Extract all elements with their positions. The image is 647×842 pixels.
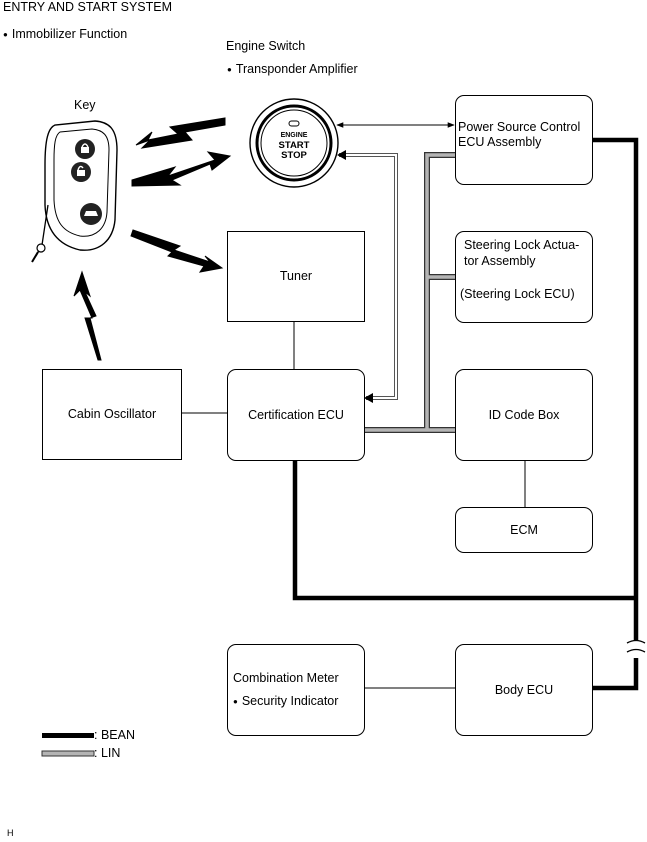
- key-fob-graphic: [31, 120, 118, 263]
- tuner-label: Tuner: [279, 269, 313, 283]
- engine-switch-label: Engine Switch: [226, 39, 306, 53]
- engine-switch-graphic: [249, 98, 339, 188]
- legend-bean-label: : BEAN: [94, 728, 135, 742]
- ecm-box: ECM: [455, 507, 593, 553]
- cabin-oscillator-label: Cabin Oscillator: [67, 407, 157, 421]
- lin-bus: [365, 152, 456, 433]
- id-code-box-label: ID Code Box: [488, 407, 560, 422]
- engine-switch-button: ENGINE START STOP: [264, 131, 324, 161]
- id-code-box: ID Code Box: [455, 369, 593, 461]
- certification-ecu-label: Certification ECU: [248, 407, 344, 422]
- key-label: Key: [74, 98, 96, 112]
- steering-lock-line3: (Steering Lock ECU): [460, 287, 575, 301]
- legend-swatches: [41, 733, 95, 757]
- legend-lin-label: : LIN: [94, 746, 121, 760]
- body-ecu-box: Body ECU: [455, 644, 593, 736]
- ecm-label: ECM: [510, 522, 538, 537]
- body-ecu-label: Body ECU: [494, 682, 554, 697]
- combination-meter-label: Combination Meter: [233, 670, 339, 685]
- certification-ecu-box: Certification ECU: [227, 369, 365, 461]
- combination-meter-box: Combination Meter Security Indicator: [227, 644, 365, 736]
- engine-switch-text-engine: ENGINE: [280, 132, 308, 139]
- security-indicator-label: Security Indicator: [233, 694, 339, 710]
- steering-lock-actuator-box: Steering Lock Actua- tor Assembly (Steer…: [455, 231, 593, 323]
- transponder-link: [337, 150, 398, 403]
- power-source-line1: Power Source Control: [458, 120, 581, 134]
- power-source-control-ecu-box: Power Source Control ECU Assembly: [455, 95, 593, 185]
- footer-code: H: [7, 828, 14, 838]
- engine-switch-text-stop: STOP: [281, 150, 307, 161]
- cabin-oscillator-box: Cabin Oscillator: [42, 369, 182, 460]
- transponder-amplifier-label: Transponder Amplifier: [227, 62, 358, 78]
- bean-bus: [292, 137, 639, 691]
- power-source-line2: ECU Assembly: [458, 135, 542, 149]
- bean-break-symbol: [626, 639, 646, 653]
- wireless-signals: [73, 117, 232, 361]
- tuner-box: Tuner: [227, 231, 365, 322]
- signal-lines: [182, 122, 526, 689]
- steering-lock-line1: Steering Lock Actua-: [464, 238, 580, 252]
- steering-lock-line2: tor Assembly: [464, 254, 536, 268]
- function-subtitle: Immobilizer Function: [3, 27, 127, 43]
- engine-switch-text-start: START: [278, 140, 310, 151]
- page-title: ENTRY AND START SYSTEM: [3, 0, 173, 14]
